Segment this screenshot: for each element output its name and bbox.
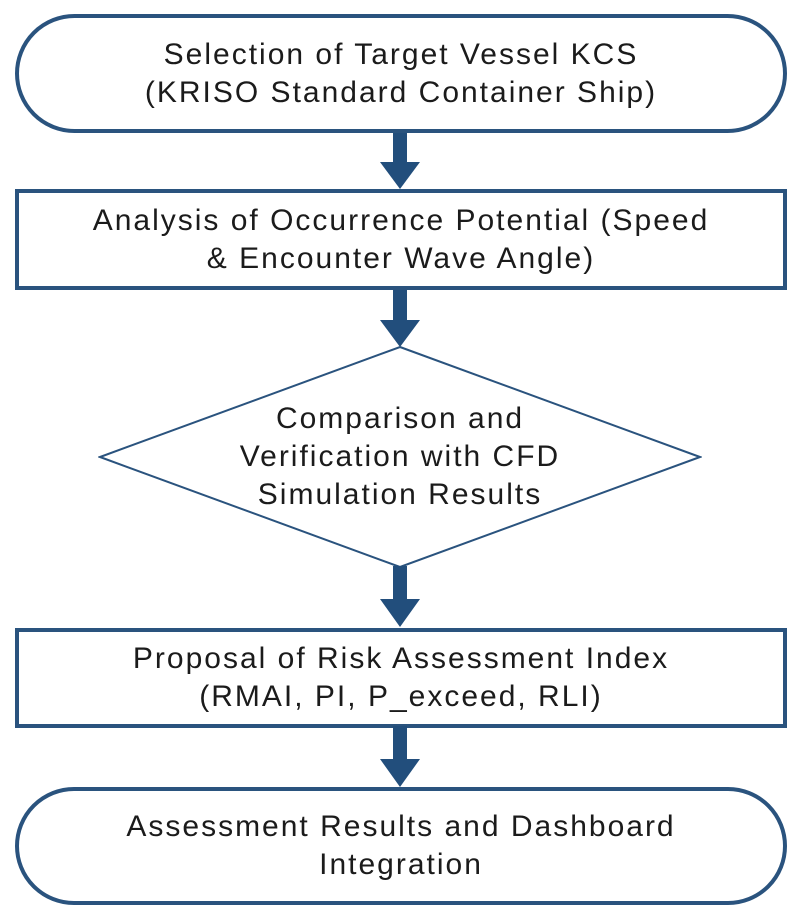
diamond-text-block: Comparison and Verification with CFD Sim… bbox=[240, 400, 560, 514]
node-text-line: & Encounter Wave Angle) bbox=[206, 241, 596, 275]
node-text-line: Integration bbox=[319, 848, 483, 881]
node-text-line: Analysis of Occurrence Potential (Speed bbox=[92, 203, 710, 237]
arrow-down-connector bbox=[380, 290, 420, 347]
node-cfd-verification: Comparison and Verification with CFD Sim… bbox=[98, 346, 702, 568]
node-text-line: Simulation Results bbox=[257, 478, 543, 511]
arrow-head bbox=[380, 162, 420, 189]
node-text-line: Comparison and bbox=[275, 402, 525, 435]
arrow-down-connector bbox=[380, 726, 420, 787]
node-text-line: Selection of Target Vessel KCS bbox=[163, 37, 639, 71]
arrow-down-connector bbox=[380, 133, 420, 189]
node-text-line: Proposal of Risk Assessment Index bbox=[132, 642, 670, 675]
arrow-shaft bbox=[393, 726, 407, 761]
node-text-line: (RMAI, PI, P_exceed, RLI) bbox=[199, 680, 603, 713]
arrow-head bbox=[380, 599, 420, 627]
arrow-shaft bbox=[393, 566, 407, 601]
node-target-vessel: Selection of Target Vessel KCS (KRISO St… bbox=[15, 14, 787, 133]
node-occurrence-analysis: Analysis of Occurrence Potential (Speed … bbox=[15, 189, 787, 290]
node-text-line: Assessment Results and Dashboard bbox=[126, 810, 676, 843]
arrow-head bbox=[380, 759, 420, 787]
node-results-dashboard: Assessment Results and Dashboard Integra… bbox=[15, 787, 787, 905]
arrow-down-connector bbox=[380, 566, 420, 627]
node-text-line: Verification with CFD bbox=[239, 440, 561, 473]
arrow-head bbox=[380, 320, 420, 347]
arrow-shaft bbox=[393, 290, 407, 322]
node-risk-index: Proposal of Risk Assessment Index (RMAI,… bbox=[15, 628, 787, 728]
node-text-line: (KRISO Standard Container Ship) bbox=[144, 75, 658, 109]
arrow-shaft bbox=[393, 133, 407, 164]
